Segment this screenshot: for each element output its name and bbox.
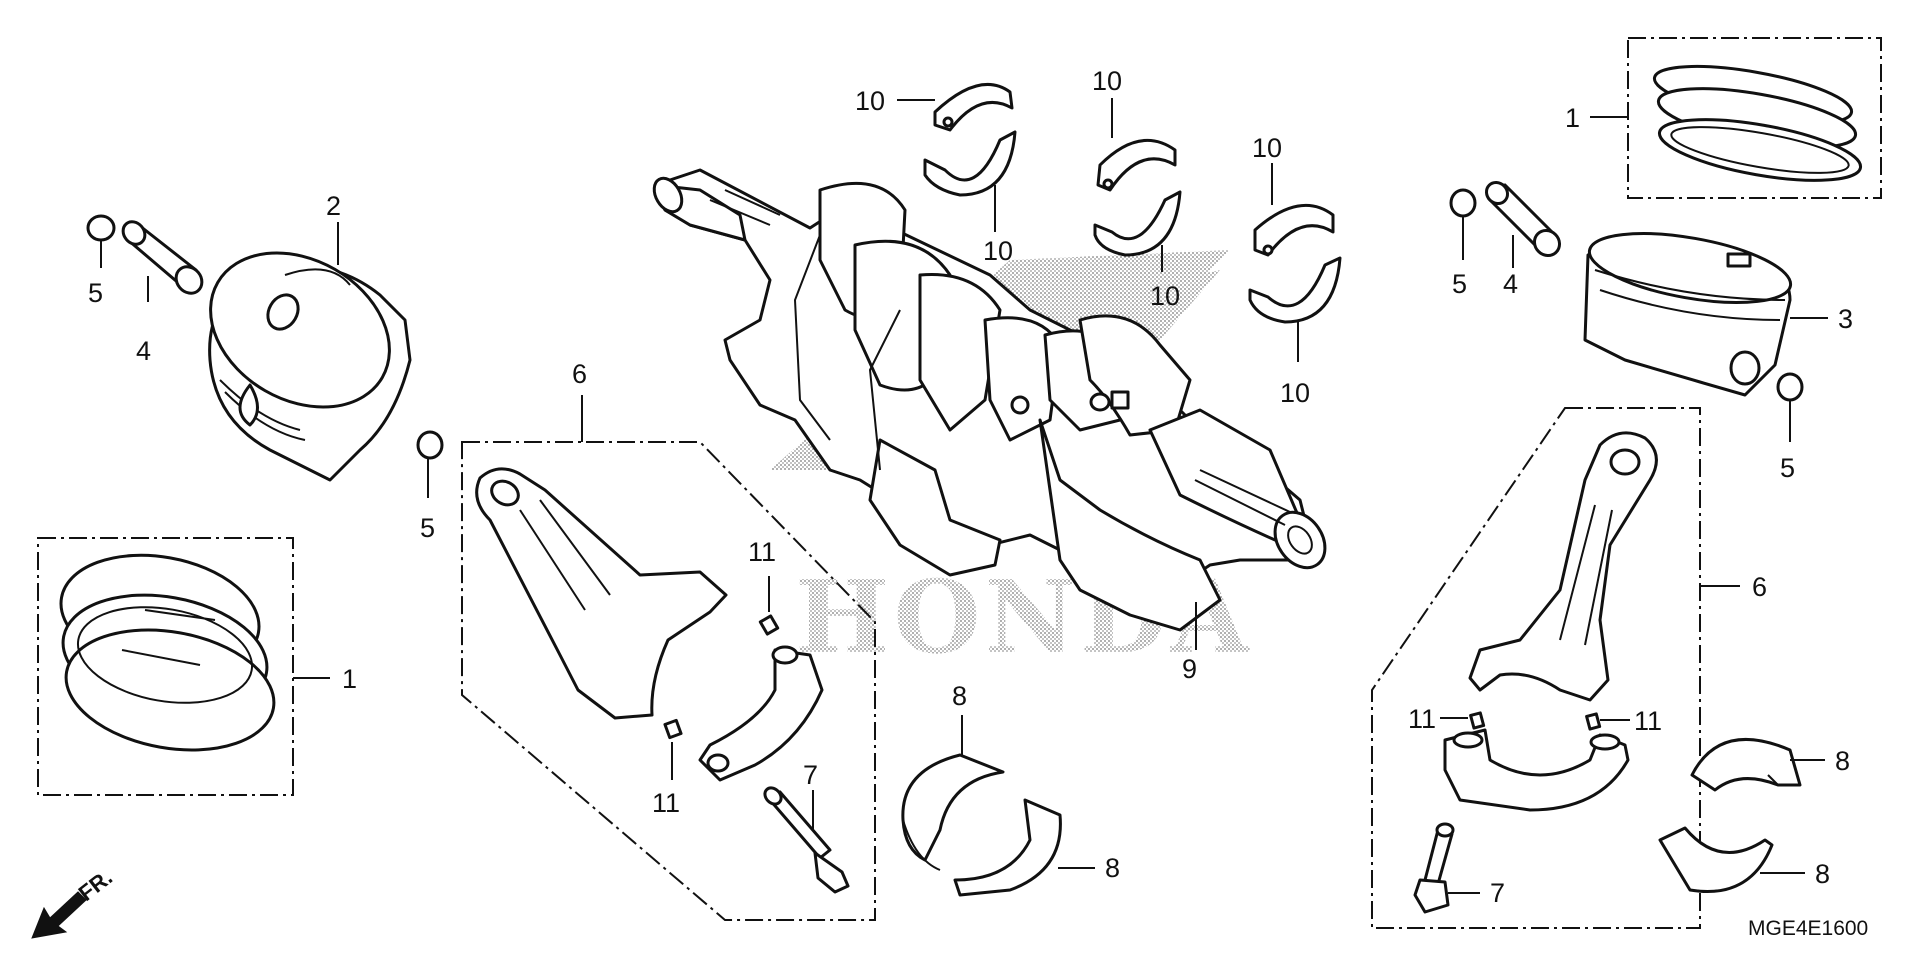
callout-5-left-b: 5	[420, 513, 435, 543]
conrod-assembly-left: 6 11 11 7	[461, 359, 876, 921]
piston-ring-set-right: 1	[1565, 37, 1882, 199]
callout-5-right-a: 5	[1452, 269, 1467, 299]
callout-10-f: 10	[1280, 378, 1310, 408]
piston-pin-right: 4	[1484, 180, 1562, 299]
piston-pin-clip-left-outer: 5	[86, 214, 116, 308]
piston-pin-clip-left-inner: 5	[416, 430, 444, 543]
main-bearing-upper-right-icon	[1690, 737, 1802, 792]
front-arrow-icon	[31, 891, 87, 939]
crankshaft: 9	[652, 168, 1327, 684]
callout-8-right-b: 8	[1815, 859, 1830, 889]
clip-ring-icon	[1776, 372, 1804, 402]
callout-2: 2	[326, 191, 341, 221]
conrod-bolt-left-icon	[763, 786, 850, 894]
bearing-shell-5-icon	[1253, 203, 1335, 257]
dowel-pin-upper-icon	[758, 614, 780, 636]
piston-pin-clip-right-inner: 5	[1776, 372, 1804, 483]
conrod-assembly-right: 6 11 11 7	[1371, 407, 1767, 929]
callout-4-right: 4	[1503, 269, 1518, 299]
main-bearings-right: 8 8	[1658, 737, 1850, 893]
connecting-rod-icon	[1468, 431, 1658, 702]
front-direction-indicator: FR.	[31, 864, 117, 939]
callout-8-left-b: 8	[1105, 853, 1120, 883]
clip-ring-icon	[86, 214, 116, 242]
callout-10-b: 10	[983, 236, 1013, 266]
callout-11-left-b: 11	[652, 788, 680, 818]
callout-10-c: 10	[1092, 66, 1122, 96]
bearing-shell-2-icon	[923, 130, 1017, 197]
piston-ring-right-icon	[1652, 64, 1863, 182]
crankpin-bearings: 10 10 10 10 10 10	[855, 66, 1342, 408]
callout-10-a: 10	[855, 86, 885, 116]
main-bearing-lower-right-icon	[1658, 826, 1774, 893]
connecting-rod-icon	[475, 467, 728, 720]
piston-icon	[1583, 232, 1793, 397]
callout-9: 9	[1182, 654, 1197, 684]
piston-pin-icon	[121, 220, 204, 295]
piston-right: 3	[1583, 232, 1853, 397]
callout-10-e: 10	[1252, 133, 1282, 163]
main-bearings-left: 8 8	[901, 681, 1120, 897]
callout-7-left: 7	[803, 760, 818, 790]
callout-1-right: 1	[1565, 103, 1580, 133]
callout-5-right-b: 5	[1780, 453, 1795, 483]
callout-8-right-a: 8	[1835, 746, 1850, 776]
callout-11-right-a: 11	[1408, 704, 1436, 734]
piston-ring-left-icon	[59, 553, 276, 752]
piston-pin-icon	[1484, 180, 1562, 258]
dowel-pin-right-b-icon	[1585, 712, 1602, 731]
callout-3: 3	[1838, 304, 1853, 334]
piston-ring-set-left: 1	[37, 537, 357, 796]
bearing-shell-6-icon	[1248, 256, 1342, 324]
callout-5-left-a: 5	[88, 278, 103, 308]
piston-pin-clip-right-outer: 5	[1449, 188, 1477, 299]
conrod-bolt-right-icon	[1413, 822, 1455, 914]
callout-6-left: 6	[572, 359, 587, 389]
conrod-cap-right-icon	[1443, 728, 1630, 812]
callout-6-right: 6	[1752, 572, 1767, 602]
bearing-shell-4-icon	[1093, 190, 1182, 257]
main-bearing-lower-icon	[953, 798, 1062, 897]
piston-icon	[208, 251, 412, 482]
callout-4-left: 4	[136, 336, 151, 366]
piston-left: 2	[208, 191, 412, 482]
conrod-cap-left-icon	[698, 645, 824, 782]
drawing-code: MGE4E1600	[1748, 917, 1868, 940]
bearing-shell-1-icon	[933, 83, 1014, 132]
piston-pin-left: 4	[121, 220, 204, 366]
clip-ring-icon	[1449, 188, 1477, 218]
clip-ring-icon	[416, 430, 444, 460]
dowel-pin-lower-icon	[663, 718, 683, 740]
callout-1-left: 1	[342, 664, 357, 694]
main-bearing-upper-icon	[901, 753, 1005, 871]
callout-11-right-b: 11	[1634, 706, 1662, 736]
crankshaft-icon	[652, 168, 1327, 632]
callout-7-right: 7	[1490, 878, 1505, 908]
callout-10-d: 10	[1150, 281, 1180, 311]
bearing-shell-3-icon	[1096, 138, 1177, 192]
callout-11-left-a: 11	[748, 537, 776, 567]
dowel-pin-right-a-icon	[1469, 711, 1486, 730]
callout-8-left-a: 8	[952, 681, 967, 711]
